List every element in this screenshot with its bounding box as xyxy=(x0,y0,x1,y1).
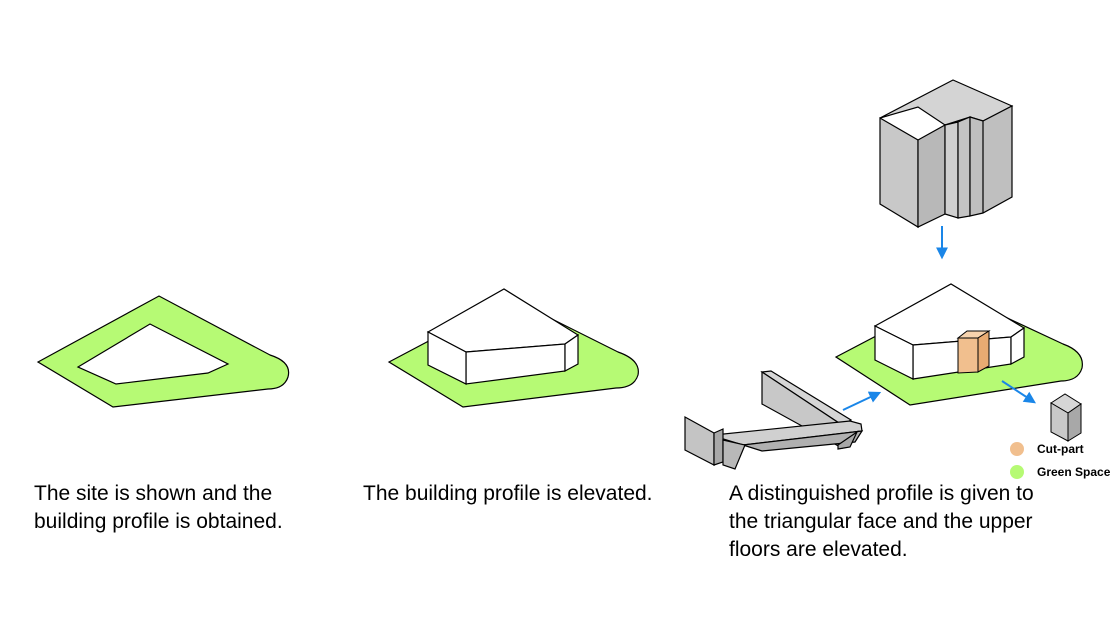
building-left-face-3 xyxy=(874,325,914,380)
upper-mass-notch-face xyxy=(944,121,959,219)
building-roof-3 xyxy=(873,283,1026,346)
upper-mass-right-face xyxy=(969,105,1013,217)
building-roof-2 xyxy=(426,288,580,353)
step-1-caption-line-2: building profile is obtained. xyxy=(34,510,283,533)
step-3-caption-line-1: A distinguished profile is given to xyxy=(729,482,1034,505)
step-2-caption: The building profile is elevated. xyxy=(363,480,653,508)
elevated-building-panel-2 xyxy=(387,288,639,408)
green-space-site-1 xyxy=(36,295,290,408)
step-3-caption-line-2: the triangular face and the upper xyxy=(729,510,1033,533)
triangular-face-profile xyxy=(684,370,864,470)
step-1-caption-line-1: The site is shown and the xyxy=(34,482,273,505)
cut-part-swatch xyxy=(1010,442,1024,456)
diagonal-arrow-up xyxy=(842,391,882,411)
green-space-swatch xyxy=(1010,465,1024,479)
profile-support-right xyxy=(837,430,859,450)
upper-floors-mass xyxy=(879,79,1014,229)
site-plan-panel-1 xyxy=(36,295,290,408)
building-left-face-2 xyxy=(427,331,467,385)
upper-mass-notch-face-2 xyxy=(957,116,971,219)
cut-part-block xyxy=(956,330,991,374)
profile-support-left-side xyxy=(713,428,724,466)
removed-part-block xyxy=(1050,393,1082,442)
step-1-caption: The site is shown and the building profi… xyxy=(34,480,283,536)
final-composition-panel-3 xyxy=(684,79,1083,470)
green-space-label: Green Space xyxy=(1037,465,1111,479)
step-2-caption-line-1: The building profile is elevated. xyxy=(363,482,653,505)
cut-part-label: Cut-part xyxy=(1037,442,1084,456)
profile-support-leg xyxy=(722,439,746,470)
step-3-caption-line-3: floors are elevated. xyxy=(729,538,908,561)
diagonal-arrow-down xyxy=(1001,380,1037,404)
profile-beam-side xyxy=(742,430,864,452)
step-3-caption: A distinguished profile is given to the … xyxy=(729,480,1034,564)
upper-mass-front-face xyxy=(917,123,946,228)
profile-support-left xyxy=(684,415,715,466)
building-right-face-3 xyxy=(1010,326,1025,366)
building-right-face-2 xyxy=(564,333,579,373)
upper-mass-left-face xyxy=(879,116,919,229)
